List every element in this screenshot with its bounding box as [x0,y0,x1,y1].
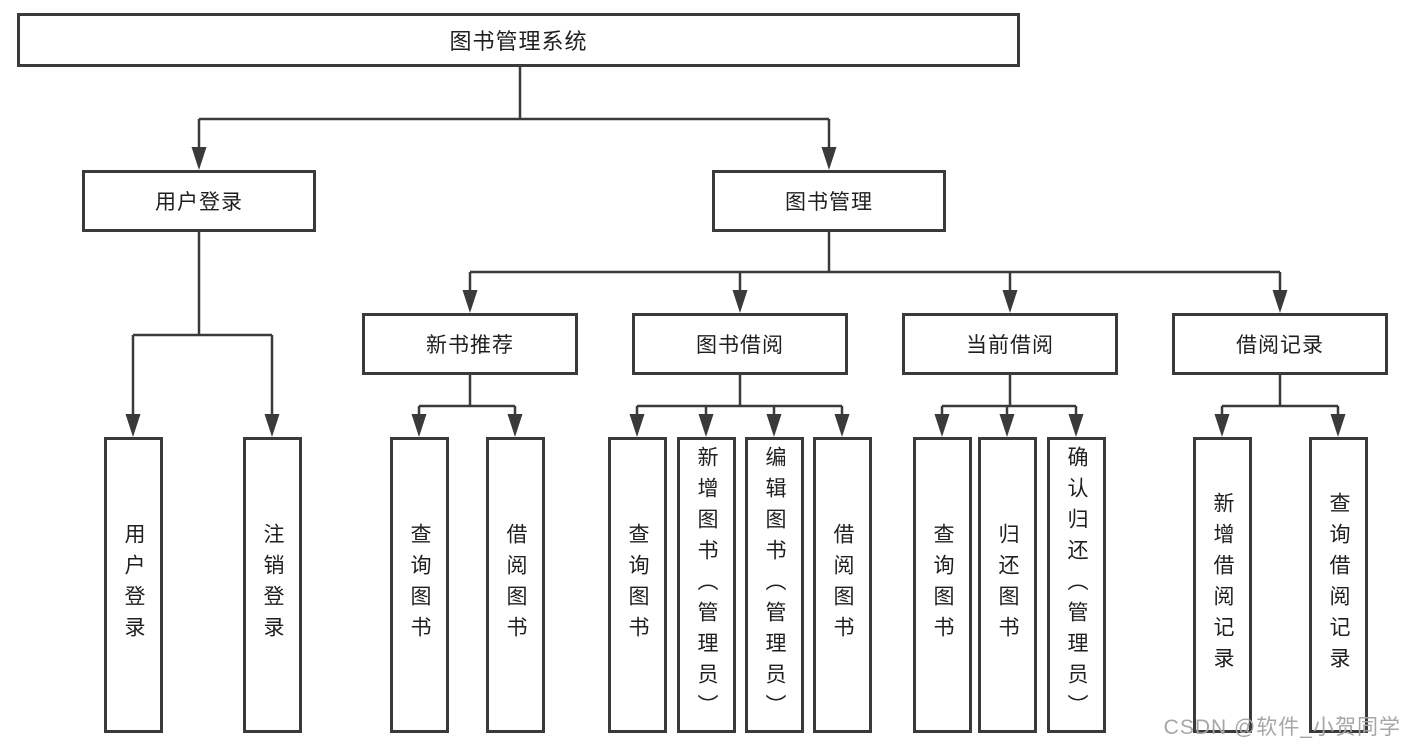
leaf-borrow-books-recommend: 借阅图书 [486,437,545,733]
leaf-add-books-admin: 新增图书（管理员） [677,437,736,733]
leaf-edit-books-admin-label: 编辑图书（管理员） [763,445,786,725]
leaf-confirm-return-admin: 确认归还（管理员） [1047,437,1106,733]
leaf-edit-books-admin: 编辑图书（管理员） [745,437,804,733]
leaf-return-books: 归还图书 [978,437,1037,733]
leaf-borrow-books-label: 借阅图书 [831,523,854,647]
leaf-add-borrow-record: 新增借阅记录 [1193,437,1252,733]
leaf-query-borrow-record: 查询借阅记录 [1309,437,1368,733]
leaf-query-books-borrow: 查询图书 [608,437,667,733]
leaf-query-books-current: 查询图书 [913,437,972,733]
leaf-logout-label: 注销登录 [261,523,284,647]
leaf-confirm-return-admin-label: 确认归还（管理员） [1065,445,1088,725]
node-book-borrowing: 图书借阅 [632,313,848,375]
node-user-login: 用户登录 [82,170,316,232]
leaf-query-borrow-record-label: 查询借阅记录 [1327,492,1350,678]
leaf-return-books-label: 归还图书 [996,523,1019,647]
leaf-query-books-recommend: 查询图书 [390,437,449,733]
leaf-logout: 注销登录 [243,437,302,733]
node-book-management: 图书管理 [712,170,946,232]
node-borrowing-records: 借阅记录 [1172,313,1388,375]
node-library-system-label: 图书管理系统 [449,29,588,54]
node-user-login-label: 用户登录 [155,191,243,214]
leaf-borrow-books-recommend-label: 借阅图书 [504,523,527,647]
node-current-borrowing-label: 当前借阅 [966,334,1054,357]
node-book-borrowing-label: 图书借阅 [696,334,784,357]
leaf-user-login-label: 用户登录 [122,523,145,647]
node-library-system: 图书管理系统 [17,13,1020,67]
leaf-add-borrow-record-label: 新增借阅记录 [1211,492,1234,678]
node-current-borrowing: 当前借阅 [902,313,1118,375]
leaf-user-login: 用户登录 [104,437,163,733]
node-borrowing-records-label: 借阅记录 [1236,334,1324,357]
node-new-book-recommendation-label: 新书推荐 [426,334,514,357]
leaf-query-books-borrow-label: 查询图书 [626,523,649,647]
node-new-book-recommendation: 新书推荐 [362,313,578,375]
leaf-query-books-recommend-label: 查询图书 [408,523,431,647]
csdn-watermark: CSDN @软件_小贺同学 [1163,716,1401,739]
leaf-borrow-books: 借阅图书 [813,437,872,733]
node-book-management-label: 图书管理 [785,191,873,214]
leaf-add-books-admin-label: 新增图书（管理员） [695,445,718,725]
leaf-query-books-current-label: 查询图书 [931,523,954,647]
